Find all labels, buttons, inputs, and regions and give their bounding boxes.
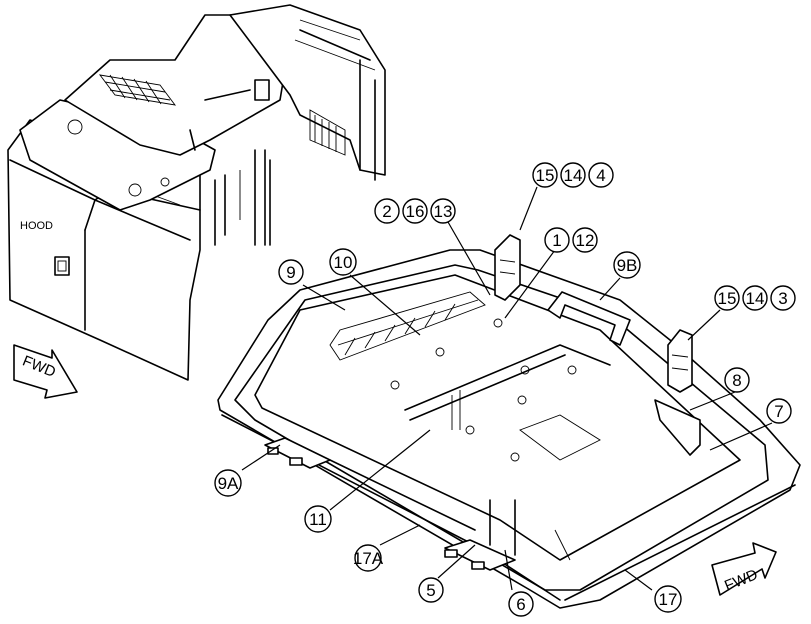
callout-17a: 17A — [353, 544, 384, 572]
svg-text:2: 2 — [382, 202, 391, 221]
svg-text:17A: 17A — [353, 549, 384, 568]
callout-5: 5 — [418, 577, 444, 603]
callout-4: 4 — [588, 162, 614, 188]
vent-grid — [98, 74, 177, 106]
svg-text:11: 11 — [309, 510, 327, 529]
rear-grille — [309, 109, 346, 156]
callout-9a: 9A — [214, 469, 242, 497]
callout-6: 6 — [508, 591, 534, 617]
callout-14-upper: 14 — [560, 162, 586, 188]
svg-text:15: 15 — [718, 289, 737, 308]
callout-8: 8 — [724, 367, 750, 393]
svg-text:16: 16 — [406, 202, 425, 221]
svg-text:9A: 9A — [218, 474, 239, 493]
svg-text:5: 5 — [426, 581, 435, 600]
callout-13: 13 — [430, 198, 456, 224]
machine-body — [7, 4, 386, 381]
svg-text:13: 13 — [434, 202, 453, 221]
fwd-arrow-right-icon — [711, 542, 777, 596]
hood-label: HOOD — [20, 220, 53, 232]
bolt-holes — [390, 318, 577, 462]
callout-3: 3 — [770, 285, 796, 311]
svg-text:1: 1 — [552, 231, 561, 250]
callout-15-lower: 15 — [714, 285, 740, 311]
svg-text:6: 6 — [516, 595, 525, 614]
hood-emblem-icon — [54, 256, 70, 276]
svg-text:17: 17 — [659, 590, 678, 609]
callout-2: 2 — [374, 198, 400, 224]
svg-text:14: 14 — [746, 289, 765, 308]
callout-17: 17 — [654, 585, 682, 613]
callout-12: 12 — [572, 227, 598, 253]
callout-1: 1 — [544, 227, 570, 253]
svg-text:12: 12 — [576, 231, 595, 250]
callout-15-upper: 15 — [532, 162, 558, 188]
leader-lines — [241, 186, 773, 591]
floor-mat-assembly — [217, 234, 801, 609]
callout-7: 7 — [766, 398, 792, 424]
svg-text:8: 8 — [732, 371, 741, 390]
callout-11: 11 — [304, 505, 332, 533]
callout-16: 16 — [402, 198, 428, 224]
svg-text:3: 3 — [778, 289, 787, 308]
callout-10: 10 — [329, 248, 357, 276]
callout-9b: 9B — [613, 251, 641, 279]
svg-text:9: 9 — [286, 263, 295, 282]
callout-9: 9 — [278, 259, 304, 285]
svg-text:7: 7 — [774, 402, 783, 421]
svg-text:14: 14 — [564, 166, 583, 185]
svg-text:4: 4 — [596, 166, 605, 185]
svg-text:10: 10 — [334, 253, 353, 272]
fwd-arrow-left-icon — [13, 344, 78, 399]
grip-pad — [329, 291, 486, 361]
svg-text:15: 15 — [536, 166, 555, 185]
callout-14-lower: 14 — [742, 285, 768, 311]
svg-text:9B: 9B — [617, 256, 638, 275]
